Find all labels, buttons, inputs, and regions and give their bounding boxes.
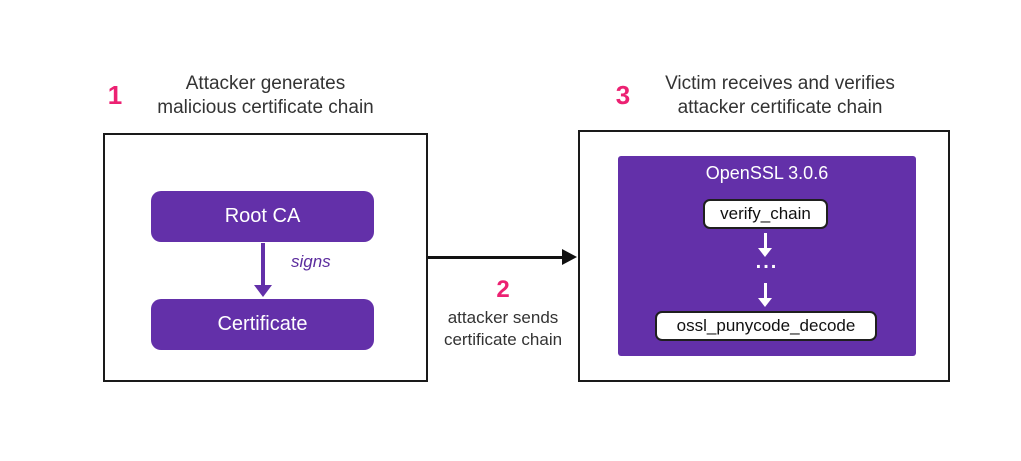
call-arrowhead-top-icon: [758, 248, 772, 257]
step1-caption-line2: malicious certificate chain: [157, 97, 374, 118]
verify-chain-node: verify_chain: [703, 199, 828, 229]
call-arrow-top-icon: [764, 233, 767, 248]
punycode-decode-node: ossl_punycode_decode: [655, 311, 877, 341]
signs-arrow-icon: [261, 243, 265, 285]
step3-caption: Victim receives and verifies attacker ce…: [645, 72, 915, 120]
call-arrow-bottom-icon: [764, 283, 767, 298]
signs-label: signs: [291, 252, 331, 271]
step3-number: 3: [615, 80, 631, 110]
root-ca-node: Root CA: [151, 191, 374, 242]
openssl-panel: OpenSSL 3.0.6 verify_chain ... ossl_puny…: [618, 156, 916, 356]
step2-caption: 2 attacker sends certificate chain: [423, 276, 583, 351]
signs-arrowhead-icon: [254, 285, 272, 297]
step1-caption-line1: Attacker generates: [185, 73, 346, 94]
send-arrowhead-icon: [562, 249, 577, 265]
step2-number: 2: [496, 276, 510, 303]
call-arrowhead-bottom-icon: [758, 298, 772, 307]
step2-caption-line2: certificate chain: [443, 330, 563, 349]
victim-box: OpenSSL 3.0.6 verify_chain ... ossl_puny…: [578, 130, 950, 382]
step1-caption: Attacker generates malicious certificate…: [138, 72, 393, 120]
step2-caption-line1: attacker sends: [447, 308, 559, 327]
step2-caption-lines: attacker sends certificate chain: [423, 307, 583, 351]
certificate-node: Certificate: [151, 299, 374, 350]
step1-number: 1: [107, 80, 123, 110]
send-arrow-icon: [428, 256, 564, 259]
step3-caption-line1: Victim receives and verifies: [665, 73, 895, 94]
attacker-box: Root CA signs Certificate: [103, 133, 428, 382]
call-stack-ellipsis: ...: [755, 251, 779, 273]
step3-caption-line2: attacker certificate chain: [677, 97, 883, 118]
openssl-version-title: OpenSSL 3.0.6: [705, 163, 829, 183]
